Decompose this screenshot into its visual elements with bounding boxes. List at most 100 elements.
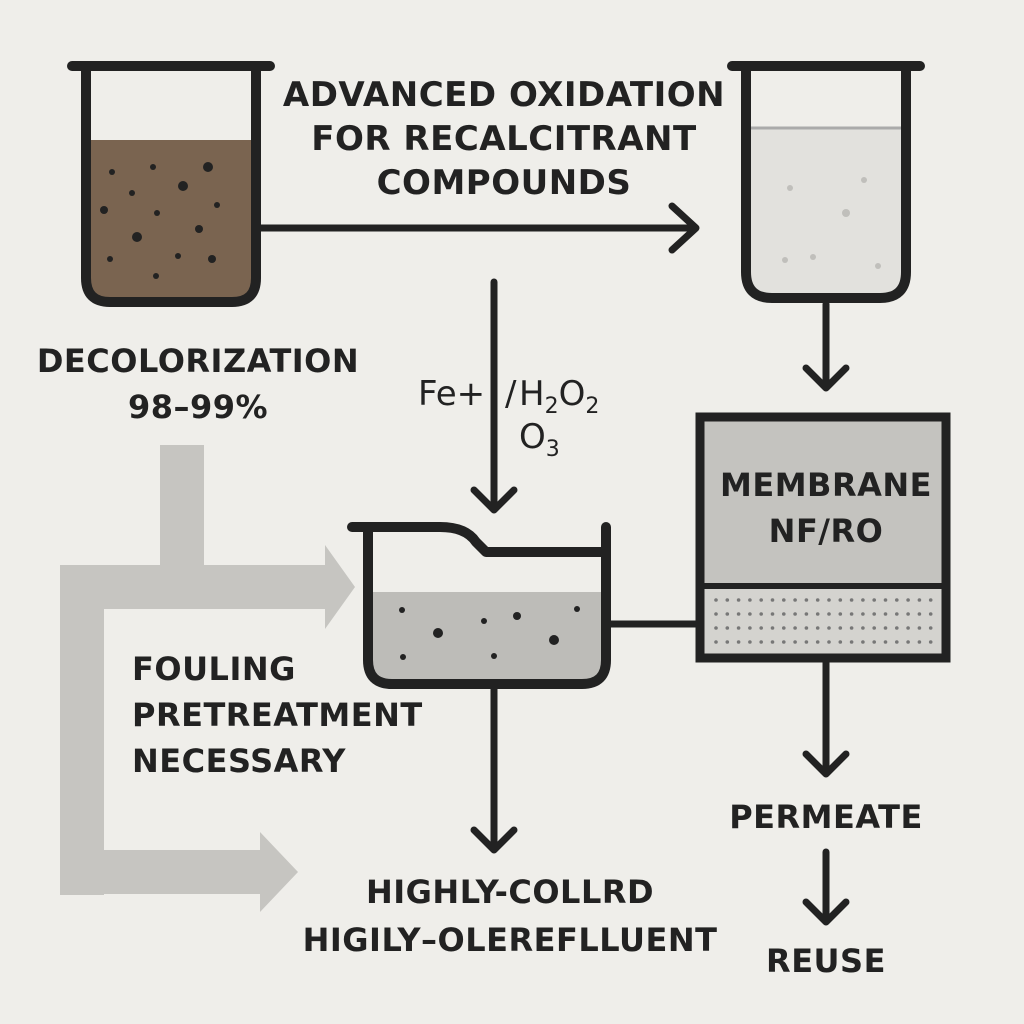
- dye-particles: [100, 162, 220, 279]
- feedback-stem: [160, 445, 204, 580]
- fouling-line-2: PRETREATMENT: [132, 696, 423, 734]
- membrane-pore: [895, 612, 899, 616]
- membrane-pore: [861, 612, 865, 616]
- feedback-arrowhead-lower: [260, 832, 298, 912]
- membrane-pore: [759, 626, 763, 630]
- membrane-pore: [804, 640, 809, 644]
- membrane-pore: [906, 598, 910, 602]
- peroxide-label: H2O2: [519, 374, 599, 419]
- membrane-pore: [906, 626, 910, 630]
- membrane-pore: [714, 612, 718, 616]
- decolorization-line-2: 98–99%: [128, 388, 268, 426]
- membrane-pore: [736, 640, 741, 644]
- membrane-pore: [838, 640, 843, 644]
- arrow-to-membrane: [802, 300, 850, 392]
- membrane-pore: [838, 612, 843, 616]
- reuse-label: REUSE: [766, 942, 886, 980]
- membrane-pore: [917, 626, 922, 630]
- membrane-pore: [815, 598, 820, 602]
- feedback-bottom-bar: [60, 850, 270, 894]
- membrane-pore: [906, 612, 910, 616]
- decolorization-line-1: DECOLORIZATION: [37, 342, 359, 380]
- decolorization-label: DECOLORIZATION 98–99%: [37, 342, 359, 426]
- membrane-pore: [906, 640, 910, 644]
- feedback-arrowhead-upper: [325, 545, 355, 629]
- membrane-label: MEMBRANE NF/RO: [720, 466, 931, 550]
- membrane-pore: [895, 598, 899, 602]
- membrane-pore: [725, 598, 730, 602]
- membrane-pore: [725, 640, 730, 644]
- membrane-pores: [714, 598, 933, 644]
- membrane-pore: [748, 612, 752, 616]
- membrane-pore: [917, 640, 922, 644]
- membrane-pore: [782, 640, 786, 644]
- membrane-pore: [827, 626, 831, 630]
- effluent-line-2: HIGILY–OLEREFLLUENT: [303, 921, 718, 959]
- membrane-pore: [872, 640, 876, 644]
- arrow-to-permeate: [802, 658, 850, 778]
- membrane-pore: [770, 598, 775, 602]
- membrane-pore: [748, 626, 752, 630]
- beaker-outline: [67, 61, 275, 307]
- membrane-pore: [928, 598, 933, 602]
- feedback-arrows: [60, 445, 355, 912]
- membrane-pore: [759, 640, 763, 644]
- membrane-pore: [872, 612, 876, 616]
- fouling-label: FOULING PRETREATMENT NECESSARY: [132, 650, 423, 780]
- membrane-pore: [782, 612, 786, 616]
- membrane-pore: [725, 612, 730, 616]
- membrane-pore: [759, 612, 763, 616]
- membrane-pore: [861, 626, 865, 630]
- membrane-pore: [770, 612, 775, 616]
- membrane-pore: [861, 640, 865, 644]
- fouling-line-1: FOULING: [132, 650, 296, 688]
- beaker-outline: [727, 61, 925, 303]
- membrane-pore: [736, 598, 741, 602]
- feedback-top-bar: [60, 565, 335, 609]
- oxidation-title: ADVANCED OXIDATION FOR RECALCITRANT COMP…: [283, 75, 725, 203]
- membrane-pore: [793, 640, 797, 644]
- membrane-line-2: NF/RO: [769, 512, 884, 550]
- arrow-tank-outlet: [470, 684, 518, 854]
- membrane-pore: [714, 640, 718, 644]
- membrane-pore: [782, 598, 786, 602]
- membrane-pore: [714, 598, 718, 602]
- membrane-pore: [849, 626, 854, 630]
- membrane-pore: [815, 626, 820, 630]
- membrane-pore: [849, 640, 854, 644]
- membrane-pore: [883, 598, 888, 602]
- membrane-pore: [928, 626, 933, 630]
- title-line-3: COMPOUNDS: [377, 163, 632, 203]
- membrane-pore: [838, 626, 843, 630]
- raw-effluent-beaker: [67, 61, 275, 307]
- tank-particles: [399, 606, 580, 660]
- membrane-pore: [883, 640, 888, 644]
- membrane-pore: [917, 598, 922, 602]
- title-line-1: ADVANCED OXIDATION: [283, 75, 725, 115]
- treated-liquid: [746, 128, 906, 298]
- membrane-pore: [895, 626, 899, 630]
- arrow-to-oxidation: [252, 202, 700, 254]
- membrane-pore: [928, 640, 933, 644]
- membrane-pore: [827, 640, 831, 644]
- membrane-pore: [838, 598, 843, 602]
- membrane-pore: [827, 598, 831, 602]
- membrane-pore: [770, 626, 775, 630]
- membrane-pore: [804, 612, 809, 616]
- reagent-slash: /: [505, 374, 517, 414]
- effluent-label: HIGHLY-COLLRD HIGILY–OLEREFLLUENT: [303, 873, 718, 959]
- oxidized-effluent-beaker: [727, 61, 925, 303]
- tank-liquid: [368, 592, 606, 684]
- membrane-pore: [748, 640, 752, 644]
- membrane-pore: [759, 598, 763, 602]
- membrane-filter-layer: [700, 586, 946, 658]
- membrane-pore: [725, 626, 730, 630]
- membrane-pore: [849, 612, 854, 616]
- ozone-label: O3: [519, 417, 560, 462]
- feedback-left-bar: [60, 565, 104, 895]
- membrane-pore: [736, 626, 741, 630]
- title-line-2: FOR RECALCITRANT: [311, 119, 697, 159]
- arrow-to-reuse: [802, 848, 850, 926]
- membrane-pore: [793, 598, 797, 602]
- membrane-pore: [872, 626, 876, 630]
